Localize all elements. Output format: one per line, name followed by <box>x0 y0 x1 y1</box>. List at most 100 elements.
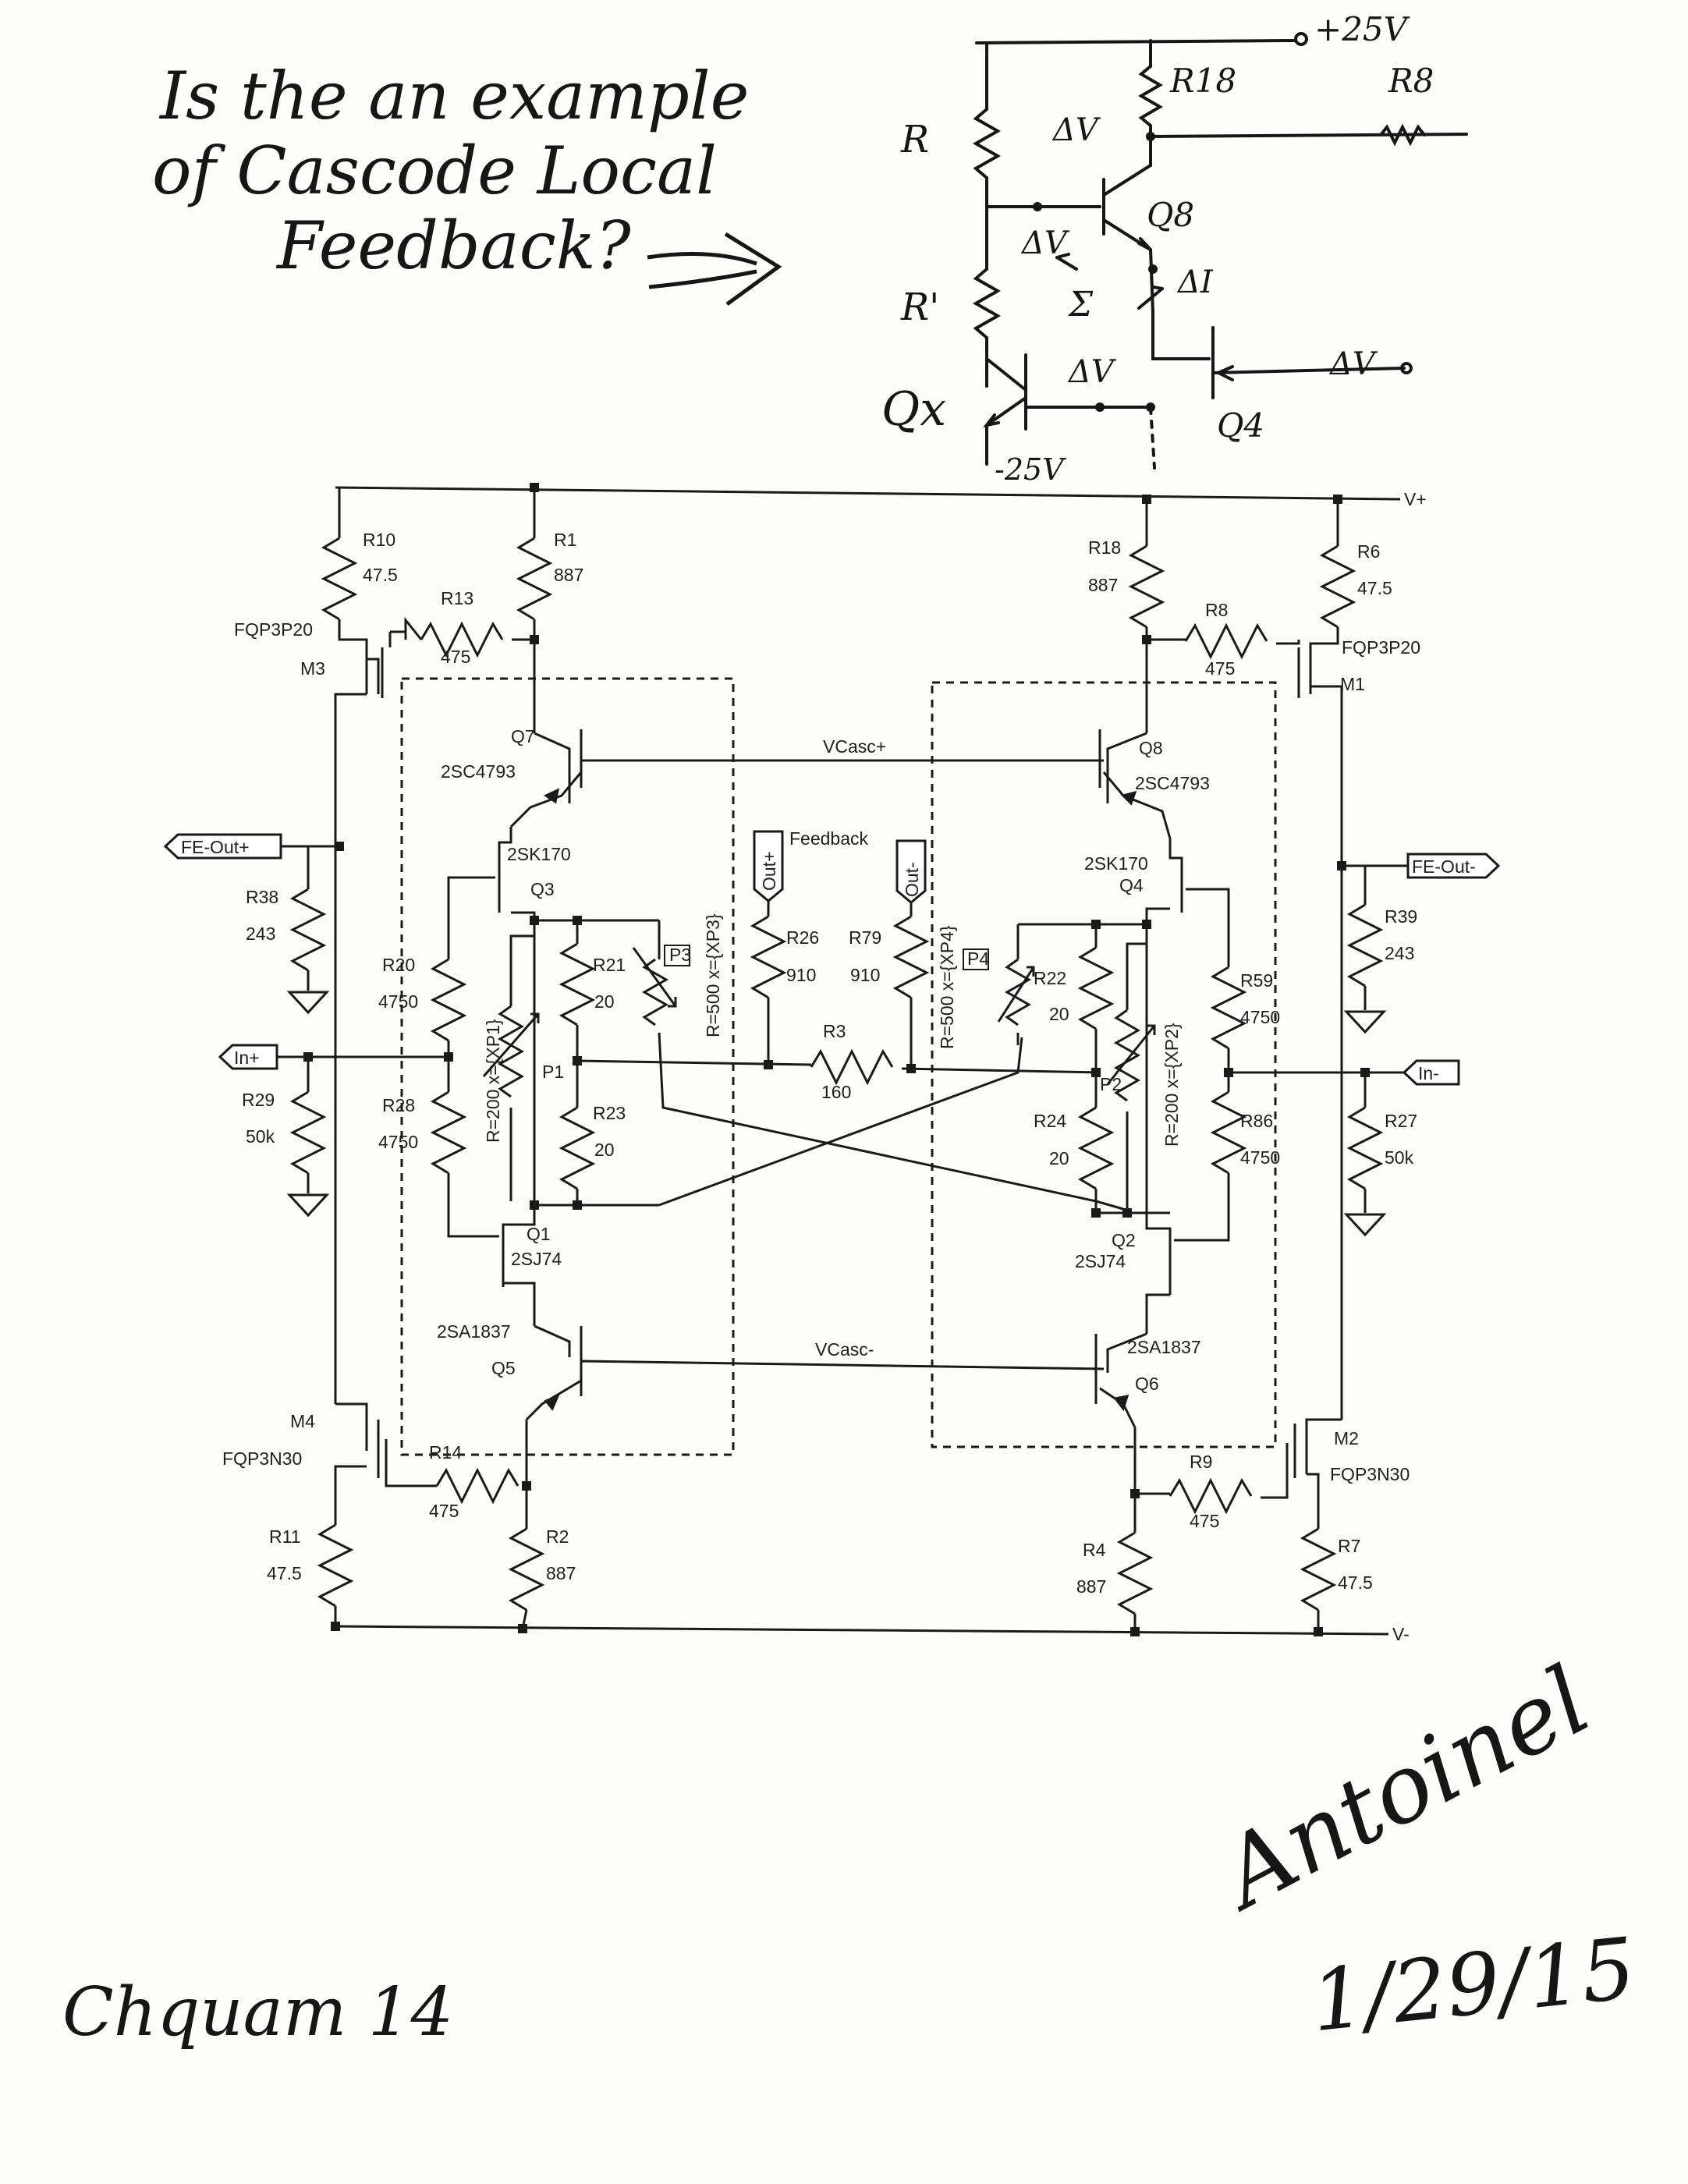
sketch-label-rp: R' <box>900 285 939 329</box>
q7-name: Q7 <box>511 726 535 746</box>
r7-value: 47.5 <box>1338 1572 1373 1593</box>
net-vcasc-pos: VCasc+ <box>823 736 886 757</box>
r86-value: 4750 <box>1240 1147 1280 1168</box>
sketch-label-r18: R18 <box>1169 62 1236 100</box>
p2-value: R=200 x={XP2} <box>1161 1023 1182 1147</box>
r13-value: 475 <box>441 647 470 667</box>
port-in-pos: In+ <box>234 1048 260 1068</box>
sketch-supply-pos: +25V <box>1314 10 1410 48</box>
m4-name: M4 <box>290 1411 315 1431</box>
r24-value: 20 <box>1049 1148 1069 1168</box>
p1-name: P1 <box>542 1062 564 1082</box>
r26-value: 910 <box>786 965 816 985</box>
m1-name: M1 <box>1340 674 1365 694</box>
r22-value: 20 <box>1049 1004 1069 1024</box>
r38-name: R38 <box>246 887 278 907</box>
r10-name: R10 <box>363 530 395 550</box>
r9-name: R9 <box>1190 1452 1212 1472</box>
r11-value: 47.5 <box>267 1563 302 1583</box>
port-out-pos: Out+ <box>759 851 779 891</box>
q7-part: 2SC4793 <box>441 761 516 782</box>
question-line-3: Feedback? <box>277 207 631 284</box>
q3-name: Q3 <box>530 879 555 899</box>
r26-name: R26 <box>786 927 819 948</box>
hand-arrow-icon <box>647 232 782 307</box>
r29-value: 50k <box>246 1126 275 1147</box>
m2-name: M2 <box>1334 1428 1359 1448</box>
sketch-label-q8: Q8 <box>1147 196 1194 234</box>
q5-name: Q5 <box>491 1358 516 1378</box>
r10-value: 47.5 <box>363 565 398 585</box>
q1-name: Q1 <box>527 1224 551 1244</box>
r4-value: 887 <box>1076 1576 1106 1597</box>
r6-name: R6 <box>1357 541 1380 562</box>
q4-part: 2SK170 <box>1084 853 1148 874</box>
p4-name: P4 <box>967 948 989 969</box>
q1-part: 2SJ74 <box>511 1249 562 1269</box>
handwritten-question: Is the an example of Cascode Local Feedb… <box>152 58 750 284</box>
r8-name: R8 <box>1205 600 1228 620</box>
port-in-neg: In- <box>1418 1063 1439 1083</box>
r29-name: R29 <box>242 1090 275 1110</box>
handwritten-sketch: +25V -25V R18 R8 R R' Q8 Q4 Qx Σ ΔV ΔV Δ… <box>881 10 1468 487</box>
r1-value: 887 <box>554 565 583 585</box>
r59-name: R59 <box>1240 970 1273 991</box>
r14-name: R14 <box>429 1442 462 1462</box>
r39-name: R39 <box>1385 906 1417 927</box>
r21-value: 20 <box>594 991 615 1012</box>
r86-name: R86 <box>1240 1111 1273 1131</box>
q4-name: Q4 <box>1119 875 1144 895</box>
author-note: Chquam 14 <box>62 1973 454 2051</box>
r24-name: R24 <box>1034 1111 1066 1131</box>
q8-part: 2SC4793 <box>1135 773 1210 793</box>
r20-value: 4750 <box>378 991 418 1012</box>
net-feedback: Feedback <box>789 828 869 849</box>
q2-part: 2SJ74 <box>1075 1251 1126 1271</box>
r21-name: R21 <box>593 955 626 975</box>
r28-name: R28 <box>382 1095 415 1115</box>
q6-part: 2SA1837 <box>1127 1337 1201 1357</box>
m4-part: FQP3N30 <box>222 1448 302 1469</box>
port-out-neg: Out- <box>902 862 922 897</box>
p3-value: R=500 x={XP3} <box>703 913 723 1037</box>
sketch-label-qx: Qx <box>881 382 946 437</box>
m3-part: FQP3P20 <box>234 619 313 640</box>
r23-name: R23 <box>593 1103 626 1123</box>
port-fe-out-neg: FE-Out- <box>1412 856 1476 877</box>
r3-value: 160 <box>821 1082 851 1102</box>
q6-name: Q6 <box>1135 1374 1159 1394</box>
net-vcasc-neg: VCasc- <box>815 1339 874 1360</box>
r7-name: R7 <box>1338 1536 1360 1556</box>
r4-name: R4 <box>1083 1540 1106 1560</box>
m1-part: FQP3P20 <box>1342 637 1420 658</box>
p3-name: P3 <box>669 945 691 965</box>
sketch-label-dv-mid: ΔV <box>1067 354 1117 390</box>
sketch-label-r8: R8 <box>1388 62 1434 100</box>
r9-value: 475 <box>1190 1511 1219 1531</box>
r59-value: 4750 <box>1240 1007 1280 1027</box>
m3-name: M3 <box>300 658 325 679</box>
r18-name: R18 <box>1088 537 1121 558</box>
r14-value: 475 <box>429 1501 459 1521</box>
r20-name: R20 <box>382 955 415 975</box>
r3-name: R3 <box>823 1021 846 1041</box>
p2-name: P2 <box>1100 1074 1122 1094</box>
r79-name: R79 <box>849 927 881 948</box>
rail-pos: V+ <box>1404 489 1427 509</box>
sketch-supply-neg: -25V <box>995 452 1066 487</box>
port-fe-out-pos: FE-Out+ <box>181 837 250 857</box>
sketch-label-sum: Σ <box>1067 285 1094 324</box>
m2-part: FQP3N30 <box>1330 1464 1410 1484</box>
question-line-2: of Cascode Local <box>152 133 717 209</box>
r8-value: 475 <box>1205 658 1235 679</box>
r79-value: 910 <box>850 965 880 985</box>
question-line-1: Is the an example <box>160 58 750 134</box>
sketch-label-r: R <box>900 118 929 161</box>
p4-value: R=500 x={XP4} <box>937 925 957 1049</box>
r2-name: R2 <box>546 1526 569 1547</box>
rail-neg: V- <box>1392 1624 1410 1644</box>
sketch-label-dv-top: ΔV <box>1051 112 1101 148</box>
q3-part: 2SK170 <box>507 844 571 864</box>
